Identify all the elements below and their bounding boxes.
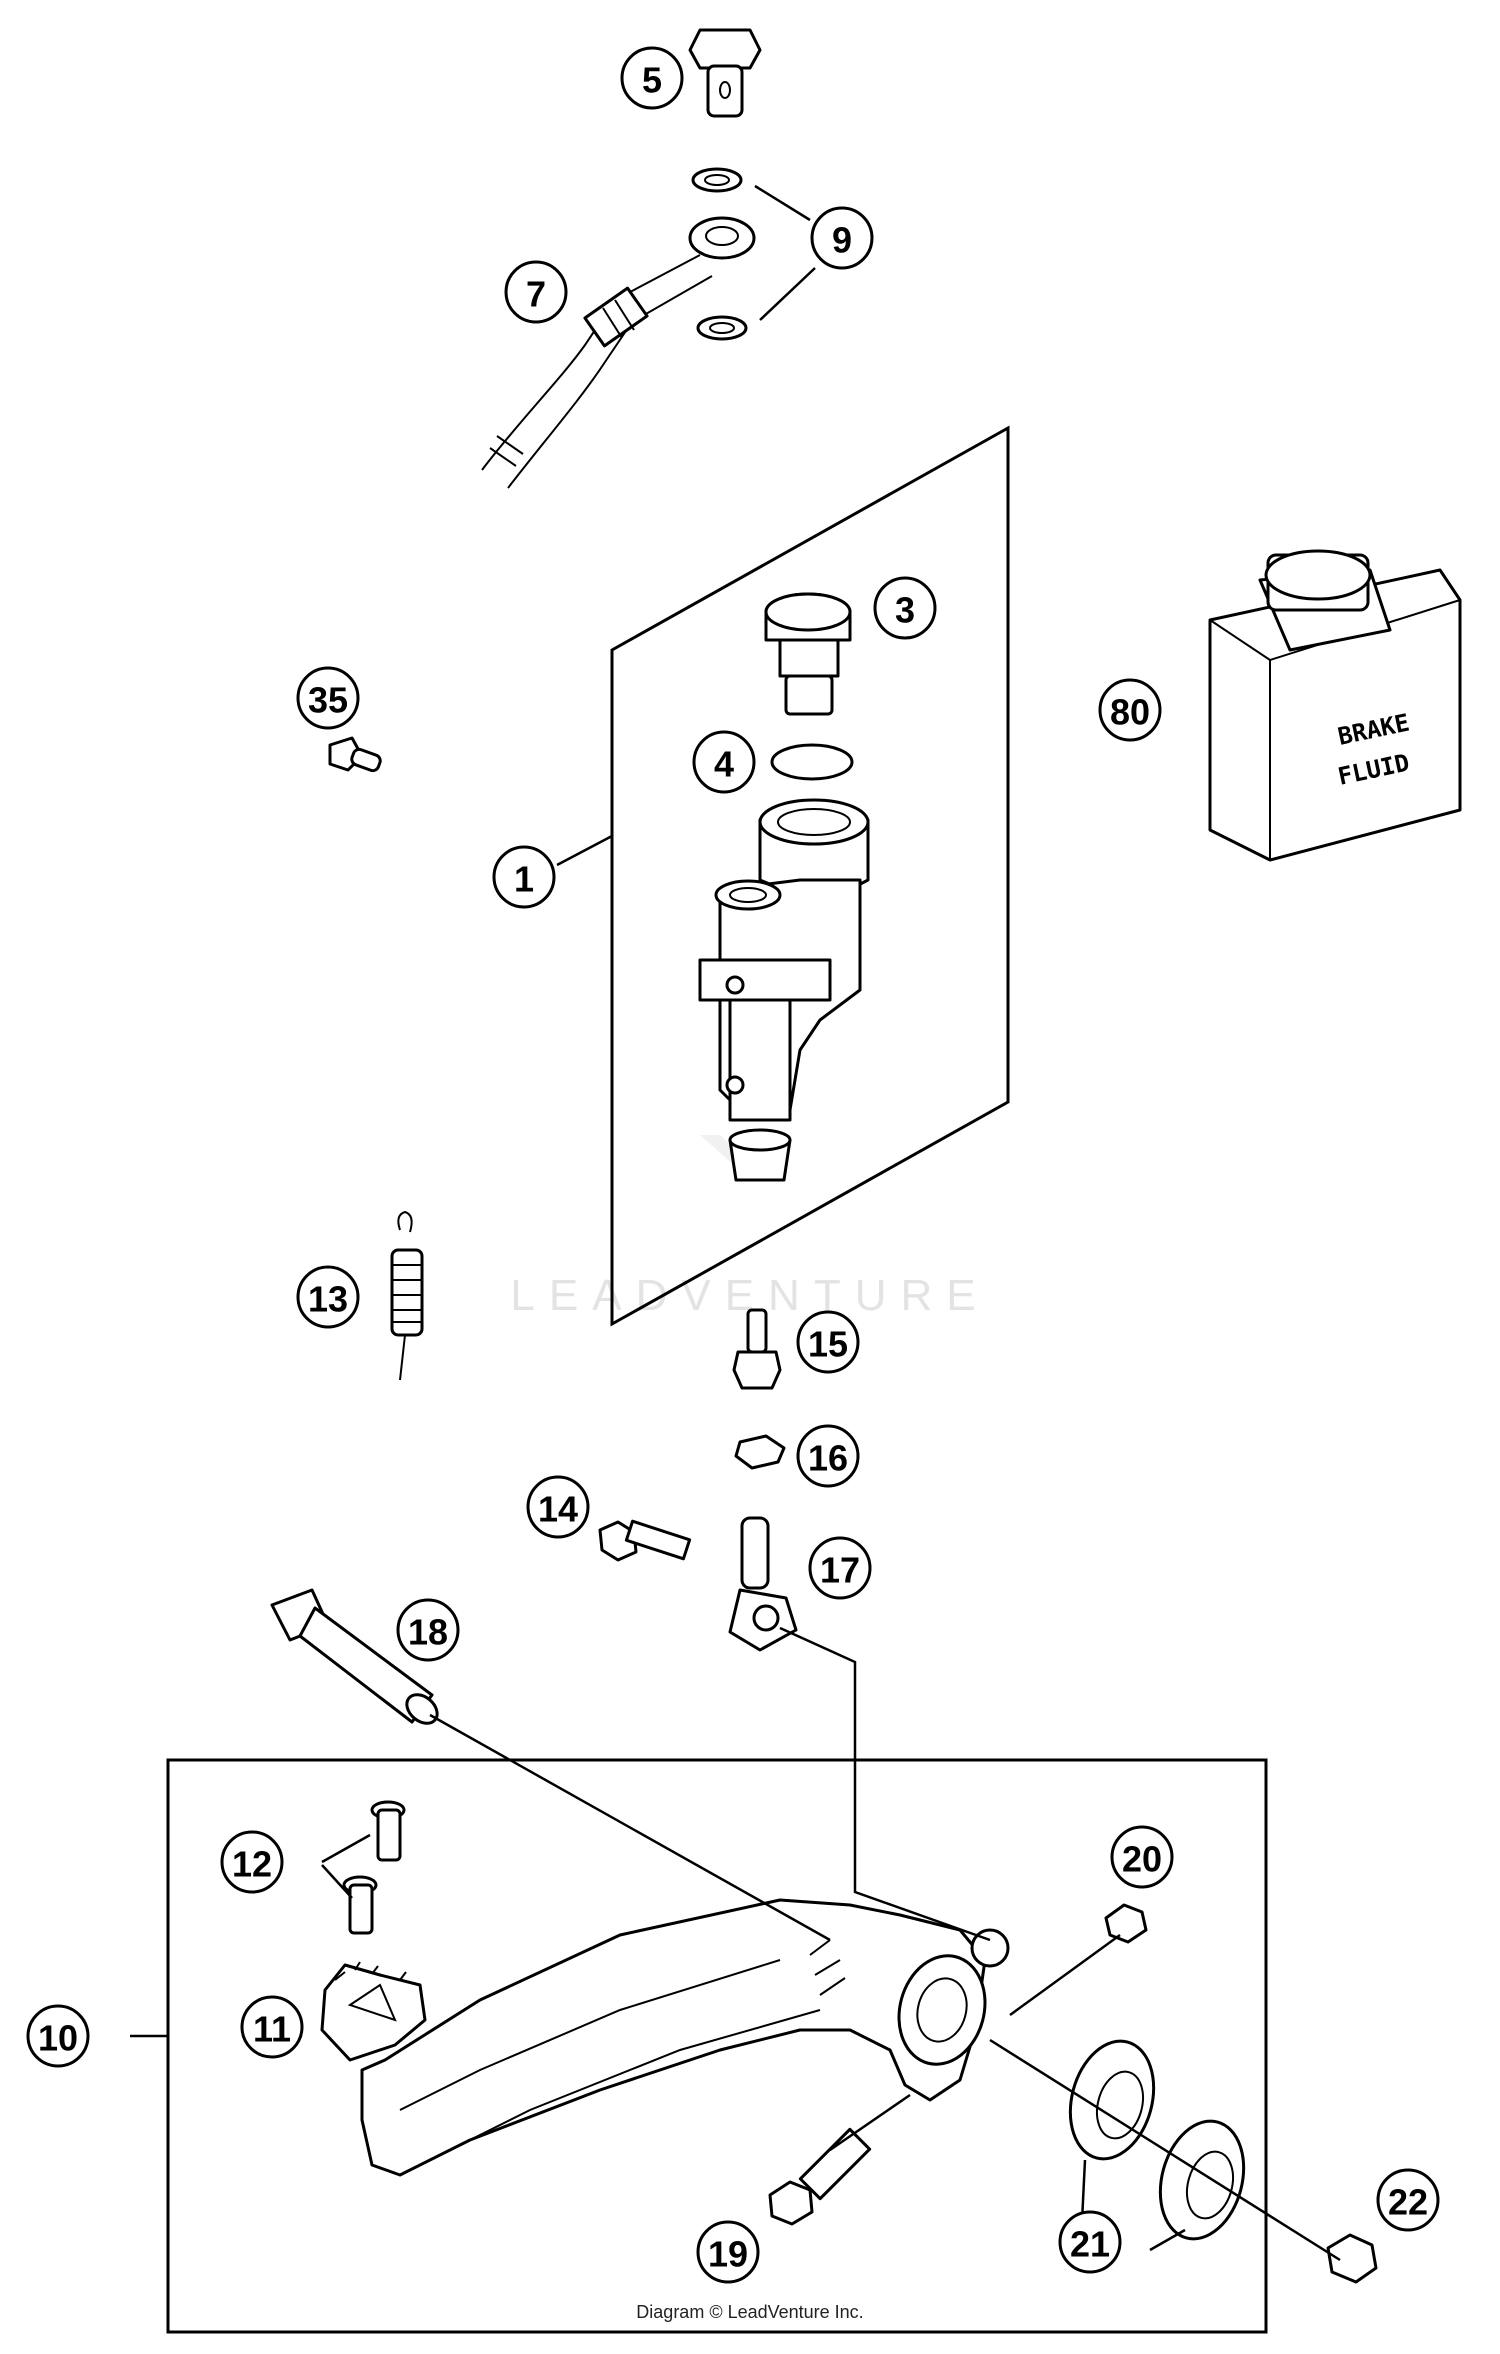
reservoir-cap [764,592,852,716]
callout-19: 19 [696,2220,760,2284]
lever-nut [1326,2233,1378,2284]
callout-20: 20 [1110,1825,1174,1889]
callout-3: 3 [873,576,937,640]
svg-text:5: 5 [642,60,662,101]
callout-17: 17 [808,1536,872,1600]
brake-lever-kit-frame [166,1758,1268,2334]
hex-nut [734,1434,786,1470]
brake-fluid-can: BRAKE FLUID [1208,549,1462,862]
svg-text:18: 18 [408,1612,448,1653]
svg-text:20: 20 [1122,1839,1162,1880]
sealing-washer-upper [691,167,743,193]
callout-14: 14 [526,1475,590,1539]
callout-9: 9 [810,206,874,270]
master-cylinder-body [698,798,870,1182]
leader-lines [130,184,1341,2264]
callout-80: 80 [1098,678,1162,742]
svg-text:12: 12 [232,1844,272,1885]
push-rod [732,1308,782,1390]
svg-text:13: 13 [308,1279,348,1320]
svg-text:9: 9 [832,220,852,261]
callout-13: 13 [296,1265,360,1329]
callout-10: 10 [26,2004,90,2068]
banjo-bolt [688,28,762,118]
callout-22: 22 [1376,2168,1440,2232]
svg-text:10: 10 [38,2018,78,2059]
brake-hose [481,216,756,489]
fork-head [728,1516,798,1652]
step-plate-screw-upper [370,1800,406,1862]
callout-35: 35 [296,666,360,730]
svg-text:4: 4 [714,744,734,785]
svg-text:80: 80 [1110,692,1150,733]
svg-text:1: 1 [514,859,534,900]
svg-text:19: 19 [708,2234,748,2275]
callout-7: 7 [504,260,568,324]
bearing-inner [1158,2119,1246,2241]
callout-4: 4 [692,730,756,794]
svg-text:15: 15 [808,1324,848,1365]
svg-text:11: 11 [253,2009,291,2050]
svg-text:21: 21 [1070,2224,1110,2265]
screw [598,1519,692,1562]
pivot-bolt [270,1588,439,1725]
copyright-text: Diagram © LeadVenture Inc. [636,2302,863,2322]
svg-text:17: 17 [820,1550,860,1591]
bleeder-screw [328,736,382,773]
svg-text:22: 22 [1388,2182,1428,2223]
watermark-text: LEADVENTURE [510,1271,989,1320]
o-ring [770,743,854,781]
brake-lever [360,1898,1010,2177]
bearing-outer [1068,2039,1156,2161]
svg-text:3: 3 [895,590,915,631]
callout-5: 5 [620,46,684,110]
lever-screw [768,2127,872,2226]
svg-text:7: 7 [526,274,546,315]
callout-21: 21 [1058,2210,1122,2274]
svg-text:14: 14 [538,1489,578,1530]
callout-15: 15 [796,1310,860,1374]
master-cylinder-kit-frame [610,425,1010,1327]
svg-text:35: 35 [308,680,348,721]
sealing-washer-lower [696,315,748,341]
step-plate [320,1961,427,2062]
callout-18: 18 [396,1598,460,1662]
return-spring [390,1210,424,1381]
callout-1: 1 [492,845,556,909]
callout-12: 12 [220,1830,284,1894]
step-plate-screw-lower [342,1875,378,1935]
collar-nut [1104,1903,1148,1944]
callout-11: 11 [240,1995,304,2059]
svg-text:16: 16 [808,1438,848,1479]
callout-16: 16 [796,1424,860,1488]
